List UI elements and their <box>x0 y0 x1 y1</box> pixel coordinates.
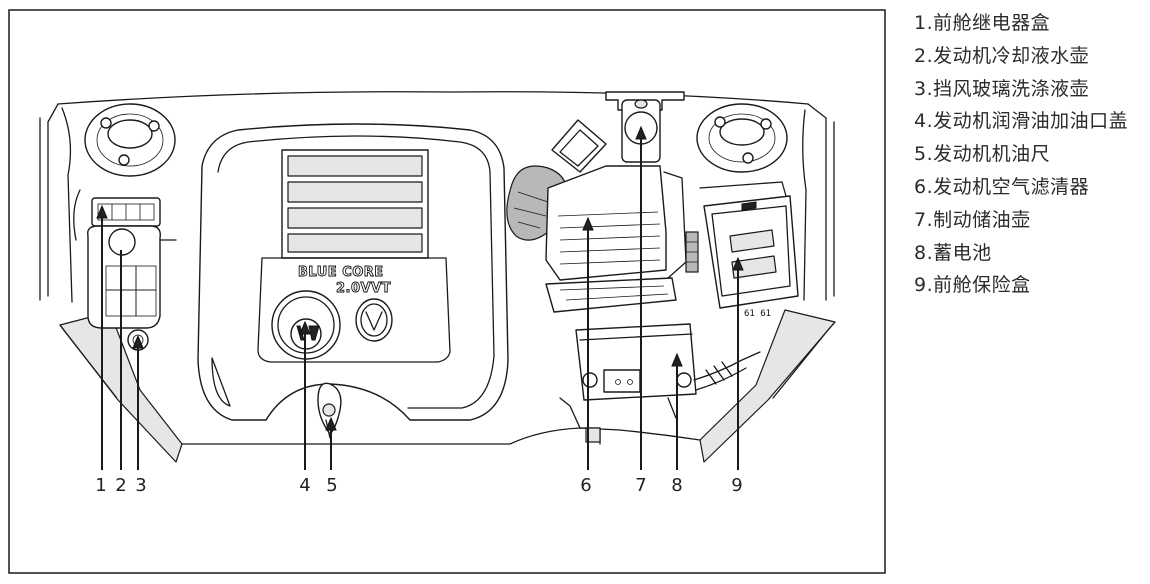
cover-engine-text: 2.0VVT <box>336 281 391 296</box>
callout-5: 5 <box>326 475 337 496</box>
right-strut-tower <box>696 103 788 173</box>
air-filter-box <box>506 119 687 313</box>
callout-6: 6 <box>580 475 591 496</box>
brand-badge <box>355 298 393 342</box>
left-strut-tower <box>84 103 176 177</box>
cover-brand-text: BLUE CORE <box>298 265 384 280</box>
hoses <box>693 351 761 391</box>
component-legend: 1.前舱继电器盒 2.发动机冷却液水壶 3.挡风玻璃洗涤液壶 4.发动机润滑油加… <box>914 7 1128 302</box>
oil-dipstick <box>317 382 342 439</box>
callout-numbers: 1 2 3 4 5 6 7 8 9 <box>95 475 742 496</box>
legend-item-fuse-box: 9.前舱保险盒 <box>914 274 1031 297</box>
legend-item-brake-reservoir: 7.制动储油壶 <box>914 208 1031 231</box>
battery <box>559 323 697 445</box>
legend-item-air-filter: 6.发动机空气滤清器 <box>914 175 1090 198</box>
legend-item-washer-reservoir: 3.挡风玻璃洗涤液壶 <box>914 77 1090 100</box>
callout-1: 1 <box>95 475 106 496</box>
callout-4: 4 <box>299 475 310 496</box>
leader-lines <box>96 125 744 470</box>
legend-item-oil-filler-cap: 4.发动机润滑油加油口盖 <box>914 110 1129 133</box>
callout-9: 9 <box>731 475 742 496</box>
callout-7: 7 <box>635 475 646 496</box>
fuse-box-marking: 61 61 <box>744 309 771 319</box>
legend-item-battery: 8.蓄电池 <box>914 241 992 264</box>
legend-item-relay-box: 1.前舱继电器盒 <box>914 12 1051 34</box>
callout-3: 3 <box>135 475 146 496</box>
engine-cover: BLUE CORE 2.0VVT <box>197 123 509 439</box>
legend-item-dipstick: 5.发动机机油尺 <box>914 143 1051 166</box>
coolant-reservoir <box>87 225 177 329</box>
callout-2: 2 <box>115 475 126 496</box>
legend-item-coolant-reservoir: 2.发动机冷却液水壶 <box>914 44 1090 67</box>
front-fuse-box: 61 61 <box>685 181 799 319</box>
callout-8: 8 <box>671 475 682 496</box>
